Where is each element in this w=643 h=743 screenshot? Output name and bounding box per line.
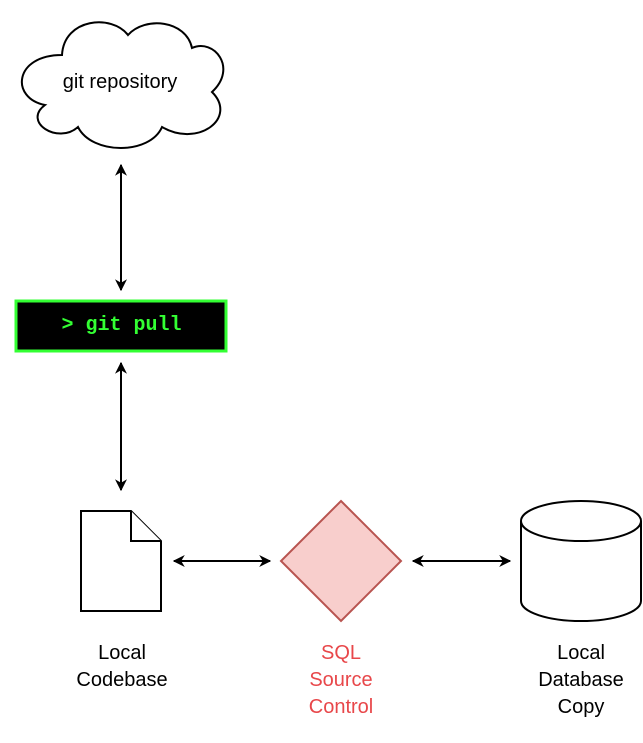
sql-label-line3: Control: [308, 696, 374, 718]
terminal-box[interactable]: [14, 299, 228, 353]
codebase-label-line1: Local: [98, 642, 146, 664]
document-icon[interactable]: [80, 510, 162, 612]
cloud-shape[interactable]: [20, 21, 225, 149]
sql-source-control-label: SQL Source Control: [261, 640, 421, 721]
database-icon[interactable]: [520, 500, 642, 622]
database-label-line2: Database: [538, 669, 624, 691]
database-top-rim: [520, 520, 642, 542]
sql-label-line2: Source: [309, 669, 373, 691]
database-label: Local Database Copy: [501, 640, 643, 721]
repository-label-text: git repository: [62, 71, 178, 93]
terminal-command: > git pull: [17, 316, 226, 336]
document-fold: [130, 511, 161, 542]
sql-label-line1: SQL: [320, 642, 362, 664]
repository-label: git repository: [20, 69, 220, 96]
sql-diamond[interactable]: [279, 499, 403, 623]
codebase-label-line2: Codebase: [76, 669, 168, 691]
terminal-command-text: > git pull: [61, 314, 182, 337]
database-label-line1: Local: [557, 642, 605, 664]
database-label-line3: Copy: [557, 696, 605, 718]
codebase-label: Local Codebase: [42, 640, 202, 694]
